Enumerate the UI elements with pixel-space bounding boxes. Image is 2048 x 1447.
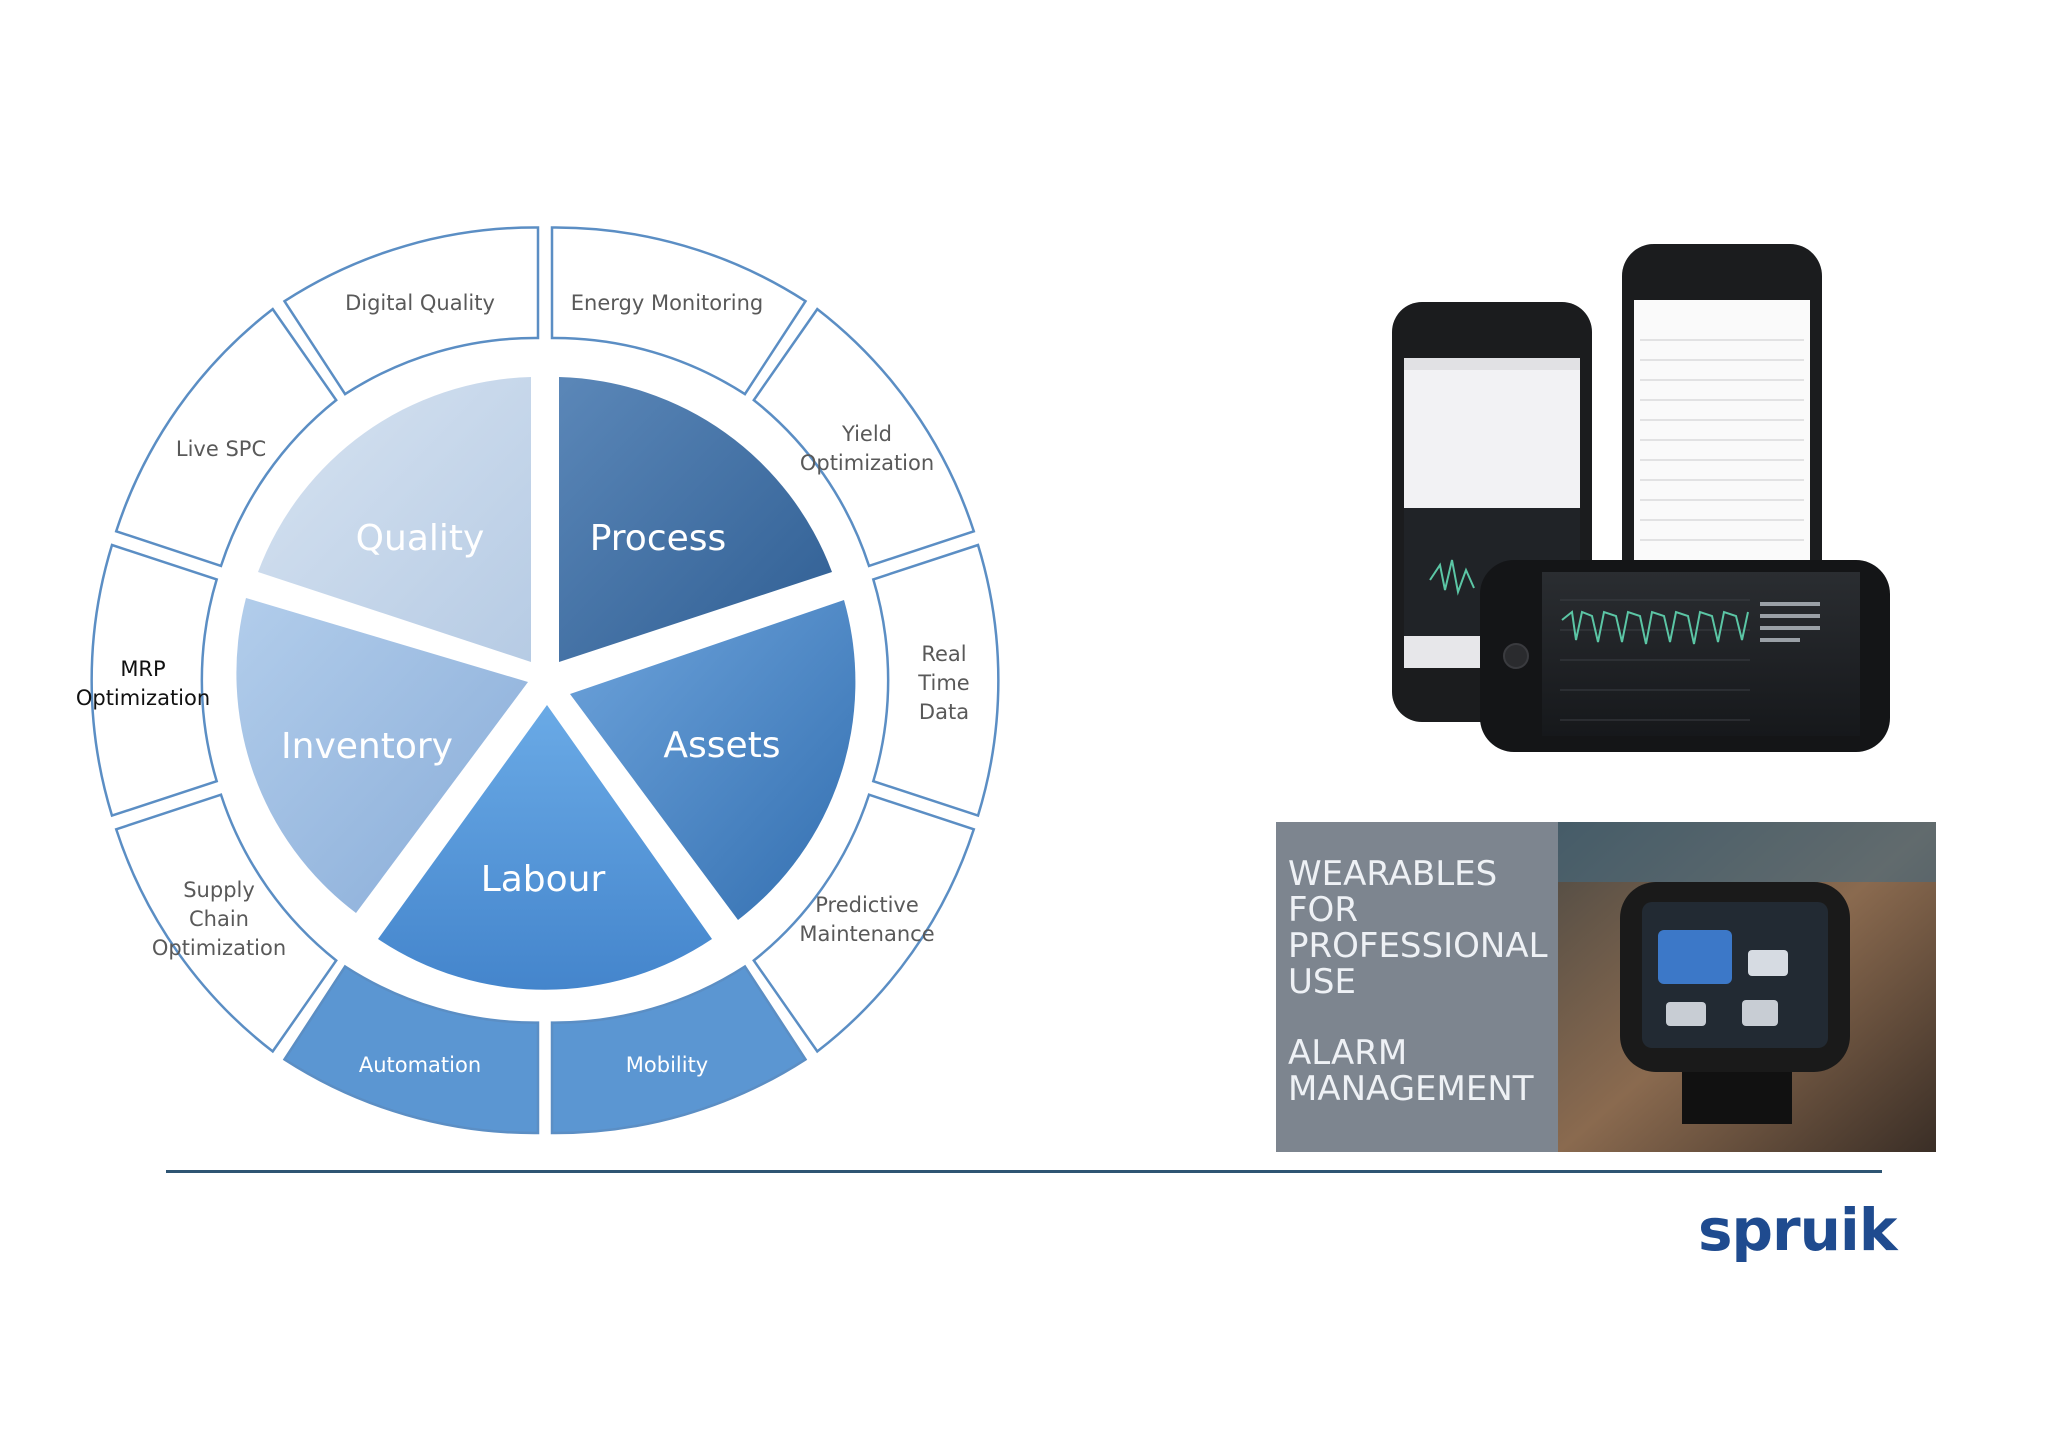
ring-label-mobility: Mobility (626, 1053, 708, 1077)
ring-label-supply-2: Chain (189, 907, 249, 931)
wearables-banner (1276, 822, 1936, 1152)
ring-label-predictive-1: Predictive (815, 893, 919, 917)
pie-slice-assets (570, 600, 856, 920)
ring-label-yield-2: Optimization (800, 451, 934, 475)
wearables-line-5: ALARM (1288, 1033, 1407, 1073)
ring-label-mrp-1: MRP (120, 657, 165, 681)
ring-segment-automation (282, 964, 540, 1135)
phone-chart-line (1561, 610, 1749, 645)
ring-label-live-spc: Live SPC (176, 437, 266, 461)
ring-label-energy-monitoring: Energy Monitoring (571, 291, 764, 315)
ring-label-supply-3: Optimization (152, 936, 286, 960)
ring-label-automation: Automation (359, 1053, 481, 1077)
ring-label-yield-1: Yield (841, 422, 892, 446)
wearables-line-1: WEARABLES (1288, 854, 1497, 894)
ring-label-realtime-1: Real (921, 642, 966, 666)
spruik-logo: spruik (1698, 1196, 1897, 1264)
ring-segment-yield-optimization (752, 307, 976, 568)
ring-segment-digital-quality (282, 226, 540, 396)
pie-label-labour: Labour (481, 859, 606, 900)
ring-label-mrp-2: Optimization (76, 686, 210, 710)
pie-slice-inventory (236, 598, 529, 913)
ring-segment-energy-monitoring (550, 226, 808, 396)
wearables-line-4: USE (1288, 962, 1356, 1002)
ring-segment-predictive-maintenance (752, 793, 976, 1054)
footer-divider (166, 1170, 1882, 1173)
pie-label-process: Process (590, 518, 727, 559)
ring-segment-mobility (550, 964, 808, 1135)
ring-label-predictive-2: Maintenance (799, 922, 934, 946)
ring-label-realtime-3: Data (919, 700, 969, 724)
pie-slice-quality (258, 377, 531, 662)
pie-label-assets: Assets (663, 725, 780, 766)
wearables-text-panel (1276, 822, 1558, 1152)
ring-segment-supply-chain (114, 793, 338, 1054)
ring-label-digital-quality: Digital Quality (345, 291, 495, 315)
wearables-line-6: MANAGEMENT (1288, 1069, 1534, 1109)
wearables-line-2: FOR (1288, 890, 1358, 930)
wearables-line-3: PROFESSIONAL (1288, 926, 1548, 966)
ring-segment-real-time-data (871, 543, 1000, 818)
outer-ring (90, 226, 1000, 1135)
pie-slice-process (559, 377, 832, 662)
ring-segment-mrp-optimization (90, 543, 219, 818)
core-pie (236, 377, 856, 990)
pie-slice-labour (378, 705, 712, 990)
ring-segment-live-spc (114, 307, 338, 568)
smartphones-image (1392, 244, 1890, 752)
pie-label-quality: Quality (356, 518, 485, 559)
ring-label-realtime-2: Time (917, 671, 969, 695)
ring-label-supply-1: Supply (183, 878, 255, 902)
pie-label-inventory: Inventory (281, 726, 453, 767)
